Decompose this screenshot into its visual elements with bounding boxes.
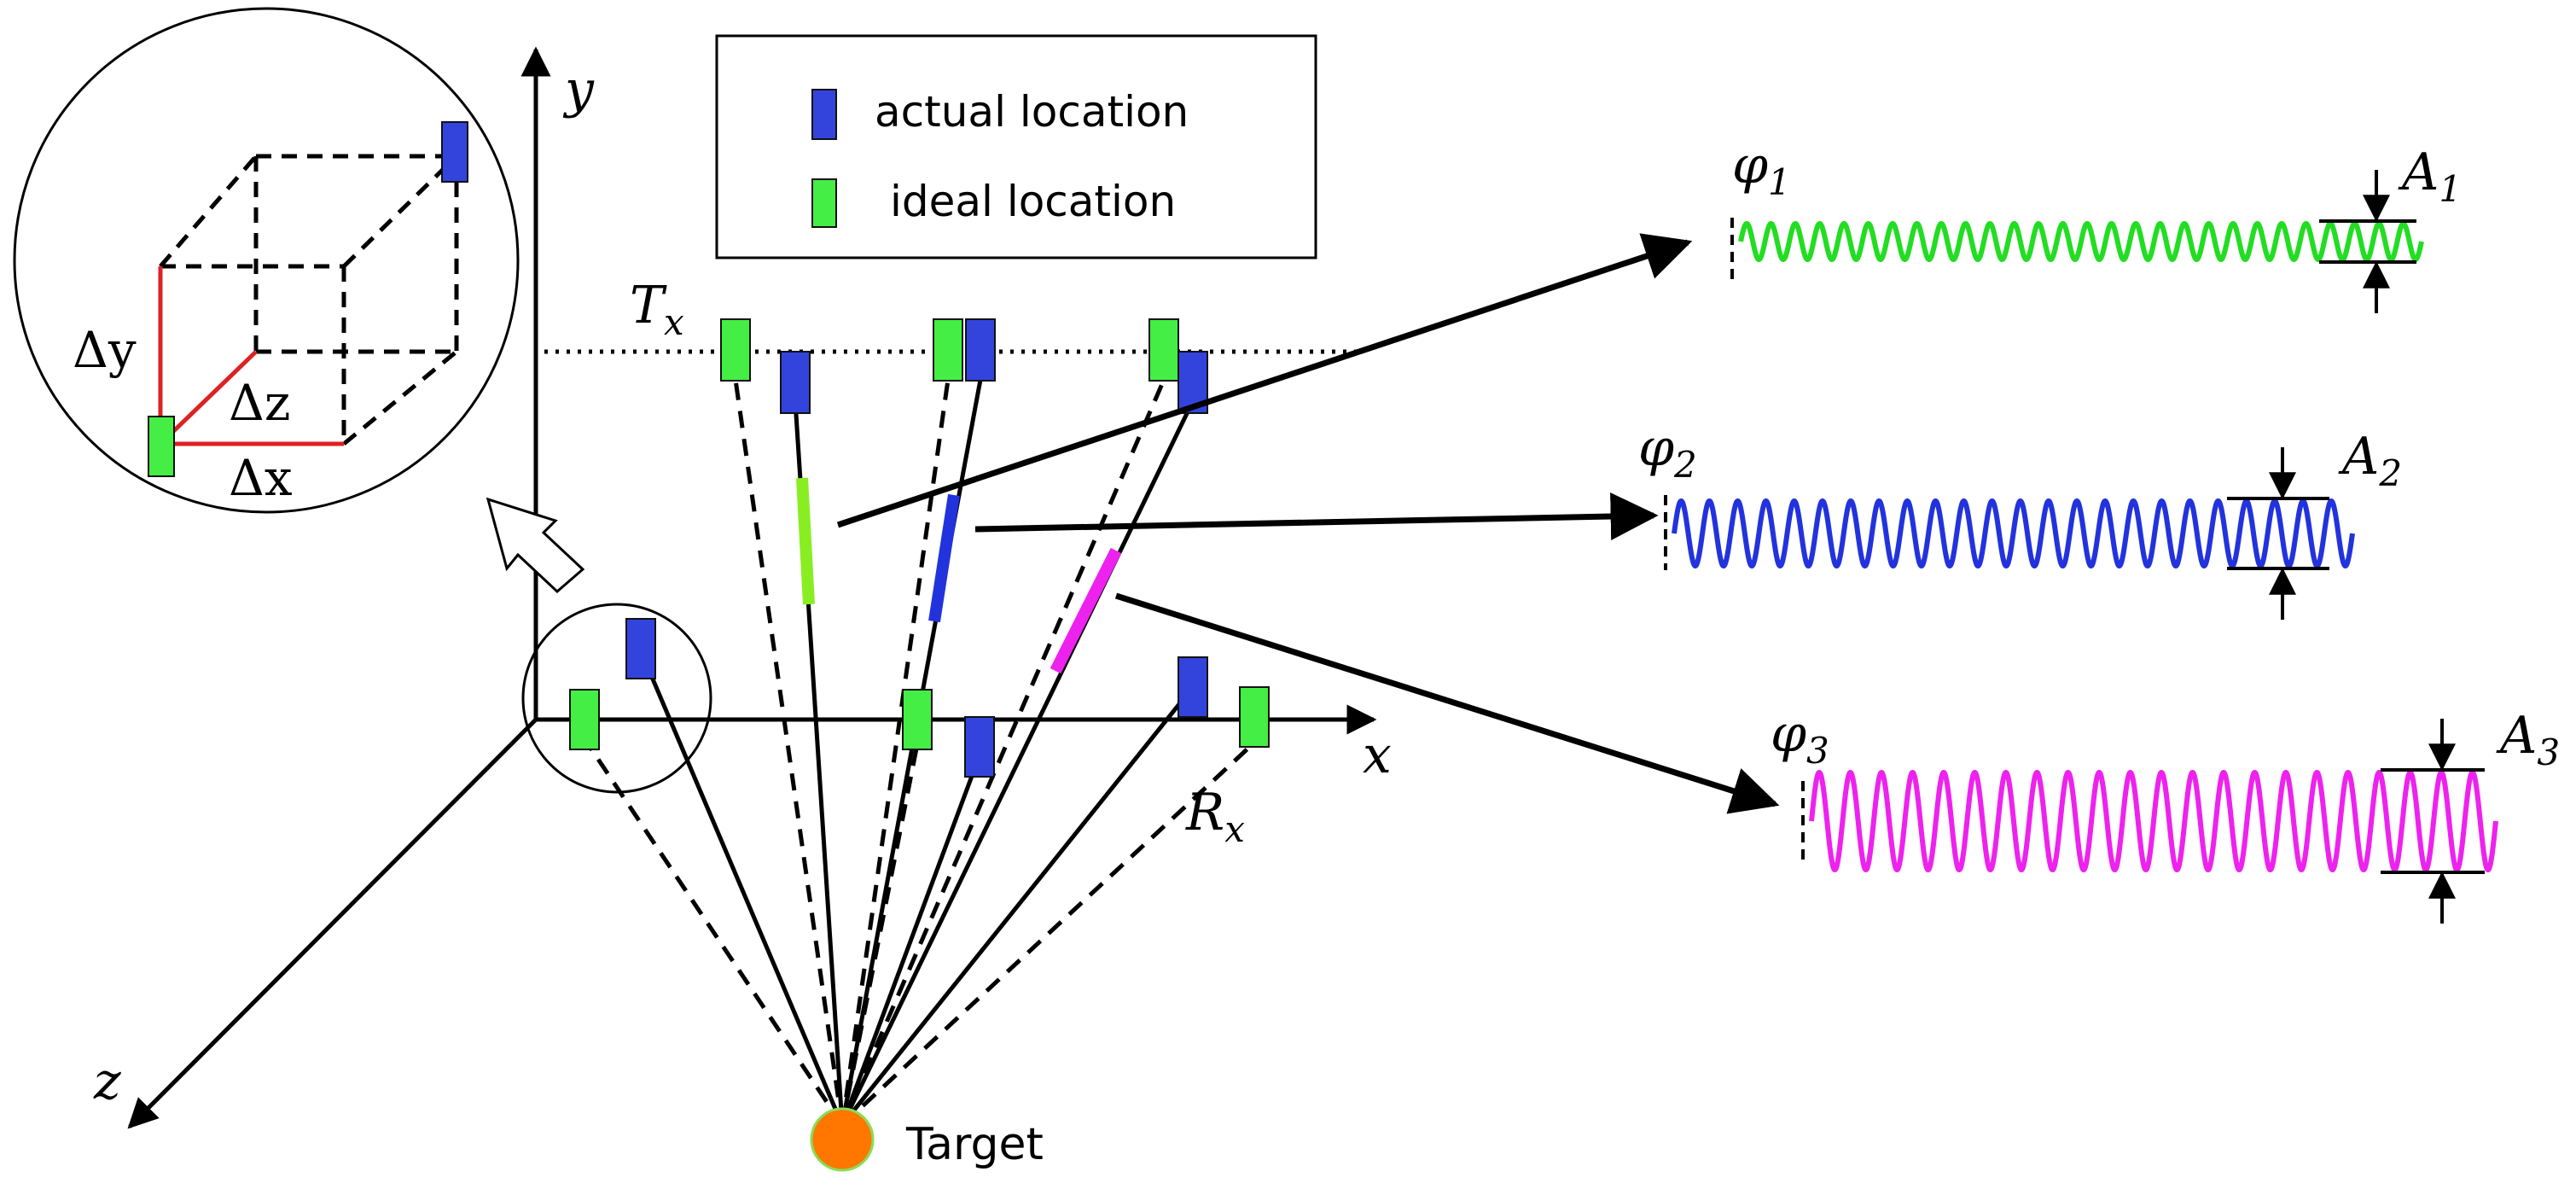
arrow-to-signal-2	[974, 493, 1659, 541]
tx-actual-element	[780, 351, 811, 414]
amplitude-label: A2	[2338, 427, 2402, 494]
legend-ideal-label: ideal location	[890, 177, 1176, 226]
phase-label: φ1	[1732, 136, 1791, 203]
amplitude-label: A1	[2398, 143, 2462, 210]
legend-ideal-swatch	[811, 178, 837, 228]
rx-label: Rx	[1185, 783, 1245, 850]
rays	[584, 379, 1256, 1127]
waveform	[1738, 220, 2424, 263]
rx-ideal-element	[1239, 686, 1270, 748]
ideal-rays	[584, 379, 1256, 1127]
signal-arrows	[836, 233, 1780, 814]
signal-2: φ2 A2	[1638, 418, 2402, 620]
ray-segment-magenta	[1050, 547, 1122, 674]
inset-actual-element	[441, 121, 468, 183]
target-label: Target	[905, 1119, 1044, 1170]
inset-magnifier: Δy Δz Δx	[13, 7, 520, 514]
ray-segment-green	[796, 477, 815, 605]
legend: actual location ideal location	[715, 34, 1317, 259]
rx-actual-element	[964, 716, 995, 778]
arrow-to-signal-1	[836, 233, 1693, 528]
waveform	[1672, 498, 2355, 569]
inset-delta-z-label: Δz	[229, 374, 290, 432]
y-axis-label: y	[562, 60, 595, 119]
tx-actual-element	[965, 318, 996, 382]
zoom-hollow-arrow	[486, 497, 585, 594]
tx-elements	[720, 318, 1208, 414]
rx-ideal-element	[902, 689, 933, 750]
inset-offset-edges	[158, 266, 344, 446]
legend-actual-label: actual location	[875, 87, 1189, 137]
signal-1: φ1 A1	[1730, 136, 2462, 313]
waveform	[1809, 769, 2498, 873]
rx-ideal-element	[569, 689, 600, 750]
target-marker	[810, 1107, 875, 1172]
signals: φ1 A1 φ2 A2 φ3 A3	[1638, 136, 2560, 924]
z-axis	[127, 718, 538, 1129]
ray-segment-blue	[928, 493, 960, 623]
inset-ideal-element	[148, 416, 175, 477]
signal-3: φ3 A3	[1771, 704, 2560, 924]
coordinate-axes: y x z	[93, 46, 1392, 1129]
tx-ideal-element	[1148, 318, 1179, 382]
phase-label: φ2	[1638, 418, 1697, 486]
rx-elements	[569, 618, 1270, 778]
zoom-source-circle	[521, 603, 712, 794]
tx-ideal-element	[933, 318, 963, 382]
inset-delta-y-label: Δy	[73, 321, 137, 379]
amplitude-label: A3	[2496, 706, 2560, 773]
inset-circle	[13, 7, 520, 514]
tx-ideal-element	[720, 318, 751, 382]
rx-actual-element	[625, 618, 656, 679]
z-axis-label: z	[93, 1052, 121, 1111]
inset-dashed-cube	[159, 154, 459, 446]
phase-label: φ3	[1771, 704, 1829, 772]
arrow-to-signal-3	[1114, 592, 1780, 814]
legend-actual-swatch	[811, 89, 837, 140]
rx-actual-element	[1178, 656, 1208, 718]
inset-delta-x-label: Δx	[229, 449, 293, 507]
tx-label: Tx	[630, 276, 684, 343]
x-axis-label: x	[1363, 726, 1392, 785]
